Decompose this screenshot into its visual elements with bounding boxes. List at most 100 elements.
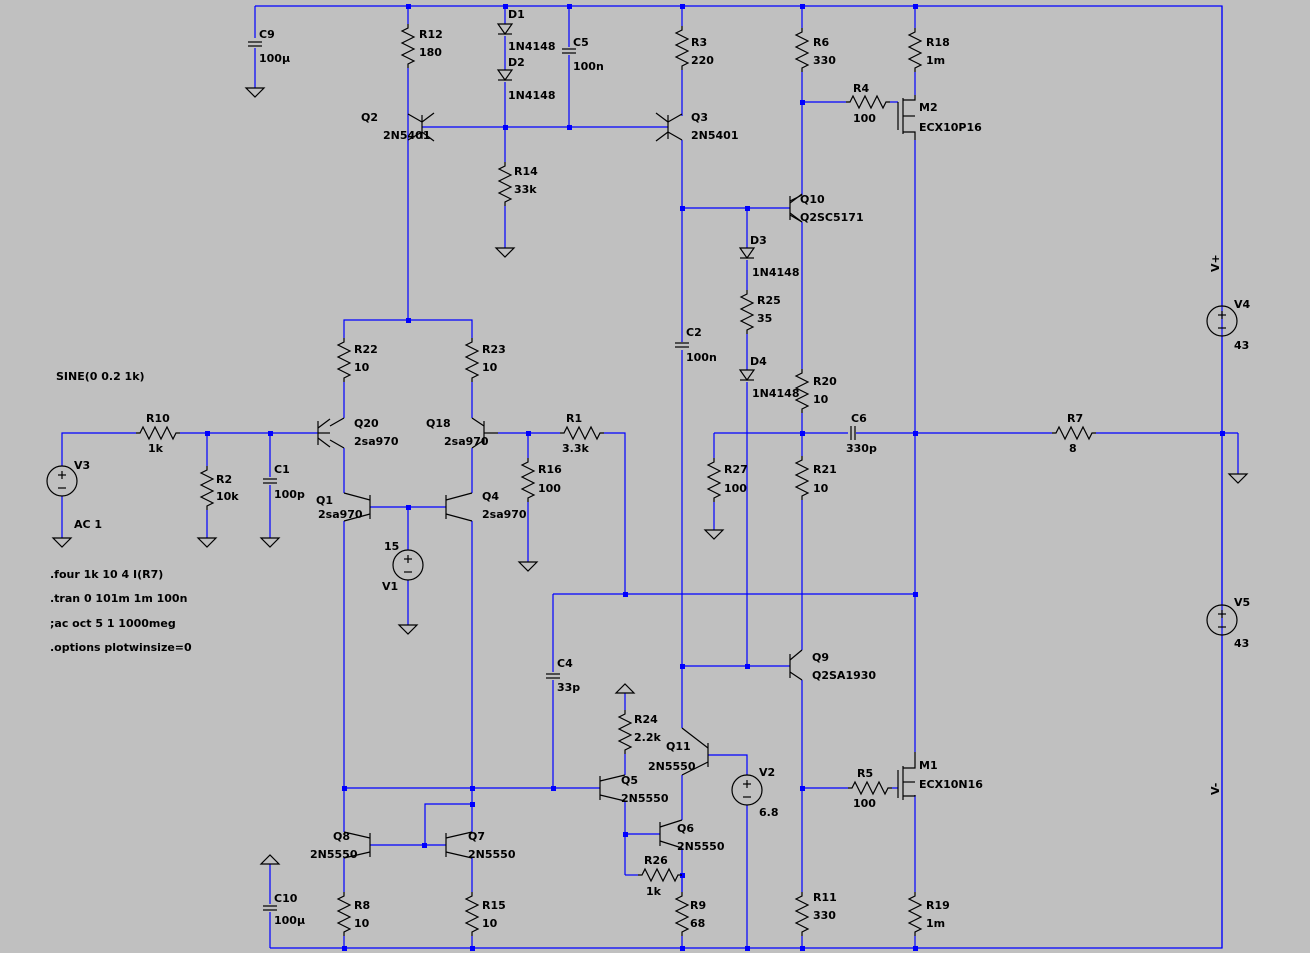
- value-label-r23: 10: [482, 361, 498, 374]
- value-label-q18: 2sa970: [444, 435, 489, 448]
- ref-label-r22: R22: [354, 343, 378, 356]
- ref-label-r25: R25: [757, 294, 781, 307]
- component-symbols: [46, 23, 1248, 937]
- ref-label-d3: D3: [750, 234, 767, 247]
- value-label-r8: 10: [354, 917, 370, 930]
- value-label-q20: 2sa970: [354, 435, 399, 448]
- value-label-q4: 2sa970: [482, 508, 527, 521]
- ref-label-c5: C5: [573, 36, 589, 49]
- ref-label-v4: V4: [1234, 298, 1251, 311]
- value-label-r20: 10: [813, 393, 829, 406]
- ref-label-c4: C4: [557, 657, 573, 670]
- mosfet-m2-symbol: [897, 95, 916, 140]
- ref-label-c6: C6: [851, 412, 867, 425]
- ref-label-q18: Q18: [426, 417, 451, 430]
- ref-label-r3: R3: [691, 36, 707, 49]
- value-label-q7: 2N5550: [468, 848, 516, 861]
- directive-ac: ;ac oct 5 1 1000meg: [50, 617, 176, 630]
- value-label-r22: 10: [354, 361, 370, 374]
- ref-label-r15: R15: [482, 899, 506, 912]
- bottom-strip: [0, 953, 1310, 961]
- value-label-v1: 15: [384, 540, 399, 553]
- component-labels: C9100µR12180D11N4148D21N4148C5100nR3220R…: [74, 8, 1251, 930]
- ref-label-r9: R9: [690, 899, 706, 912]
- ref-label-q6: Q6: [677, 822, 694, 835]
- ref-label-q11: Q11: [666, 740, 691, 753]
- ref-label-r4: R4: [853, 82, 869, 95]
- value-label-q3: 2N5401: [691, 129, 738, 142]
- ref-label-q10: Q10: [800, 193, 825, 206]
- value-label-q6: 2N5550: [677, 840, 725, 853]
- value-label-c2: 100n: [686, 351, 717, 364]
- value-label-r26: 1k: [646, 885, 662, 898]
- ref-label-q3: Q3: [691, 111, 708, 124]
- value-label-r10: 1k: [148, 442, 164, 455]
- ref-label-m1: M1: [919, 759, 938, 772]
- ref-label-r20: R20: [813, 375, 837, 388]
- value-label-q10: Q2SC5171: [800, 211, 864, 224]
- value-label-d4: 1N4148: [752, 387, 799, 400]
- value-label-r25: 35: [757, 312, 772, 325]
- ref-label-r19: R19: [926, 899, 950, 912]
- value-label-m1: ECX10N16: [919, 778, 983, 791]
- value-label-q11: 2N5550: [648, 760, 696, 773]
- ref-label-c10: C10: [274, 892, 298, 905]
- ref-label-r24: R24: [634, 713, 658, 726]
- net-label-vminus: V-: [1209, 783, 1222, 795]
- ref-label-q7: Q7: [468, 830, 485, 843]
- junction-dots: [205, 4, 1225, 951]
- ref-label-r23: R23: [482, 343, 506, 356]
- ref-label-c2: C2: [686, 326, 702, 339]
- ref-label-d2: D2: [508, 56, 525, 69]
- value-label-c6: 330p: [846, 442, 877, 455]
- value-label-d1: 1N4148: [508, 40, 555, 53]
- ref-label-r27: R27: [724, 463, 748, 476]
- ref-label-r18: R18: [926, 36, 950, 49]
- value-label-r12: 180: [419, 46, 442, 59]
- value-label-r14: 33k: [514, 183, 537, 196]
- value-label-q2: 2N5401: [383, 129, 430, 142]
- ref-label-q8: Q8: [333, 830, 350, 843]
- ref-label-v1: V1: [382, 580, 398, 593]
- value-label-r1: 3.3k: [562, 442, 589, 455]
- value-label-d3: 1N4148: [752, 266, 799, 279]
- value-label-r7: 8: [1069, 442, 1077, 455]
- value-label-r16: 100: [538, 482, 561, 495]
- ref-label-v5: V5: [1234, 596, 1250, 609]
- source-spec-label: SINE(0 0.2 1k): [56, 370, 145, 383]
- value-label-v5: 43: [1234, 637, 1249, 650]
- value-label-r3: 220: [691, 54, 714, 67]
- value-label-v4: 43: [1234, 339, 1249, 352]
- ref-label-d4: D4: [750, 355, 767, 368]
- ref-label-r11: R11: [813, 891, 837, 904]
- value-label-v3: AC 1: [74, 518, 102, 531]
- value-label-q9: Q2SA1930: [812, 669, 876, 682]
- value-label-v2: 6.8: [759, 806, 779, 819]
- ref-label-r16: R16: [538, 463, 562, 476]
- ref-label-r12: R12: [419, 28, 443, 41]
- value-label-m2: ECX10P16: [919, 121, 982, 134]
- ref-label-r2: R2: [216, 473, 232, 486]
- value-label-r19: 1m: [926, 917, 945, 930]
- ref-label-q5: Q5: [621, 774, 638, 787]
- wire-network: [61, 5, 1239, 949]
- value-label-r11: 330: [813, 909, 836, 922]
- value-label-c10: 100µ: [274, 914, 305, 927]
- value-label-q8: 2N5550: [310, 848, 358, 861]
- value-label-r5: 100: [853, 797, 876, 810]
- ref-label-r10: R10: [146, 412, 170, 425]
- ref-label-r8: R8: [354, 899, 370, 912]
- ref-label-v2: V2: [759, 766, 775, 779]
- ref-label-q4: Q4: [482, 490, 499, 503]
- value-label-r2: 10k: [216, 490, 239, 503]
- ref-label-q1: Q1: [316, 494, 333, 507]
- ref-label-q9: Q9: [812, 651, 829, 664]
- value-label-c5: 100n: [573, 60, 604, 73]
- value-label-c9: 100µ: [259, 52, 290, 65]
- ref-label-r21: R21: [813, 463, 837, 476]
- ref-label-r7: R7: [1067, 412, 1083, 425]
- ref-label-m2: M2: [919, 101, 938, 114]
- ref-label-c9: C9: [259, 28, 275, 41]
- value-label-r24: 2.2k: [634, 731, 661, 744]
